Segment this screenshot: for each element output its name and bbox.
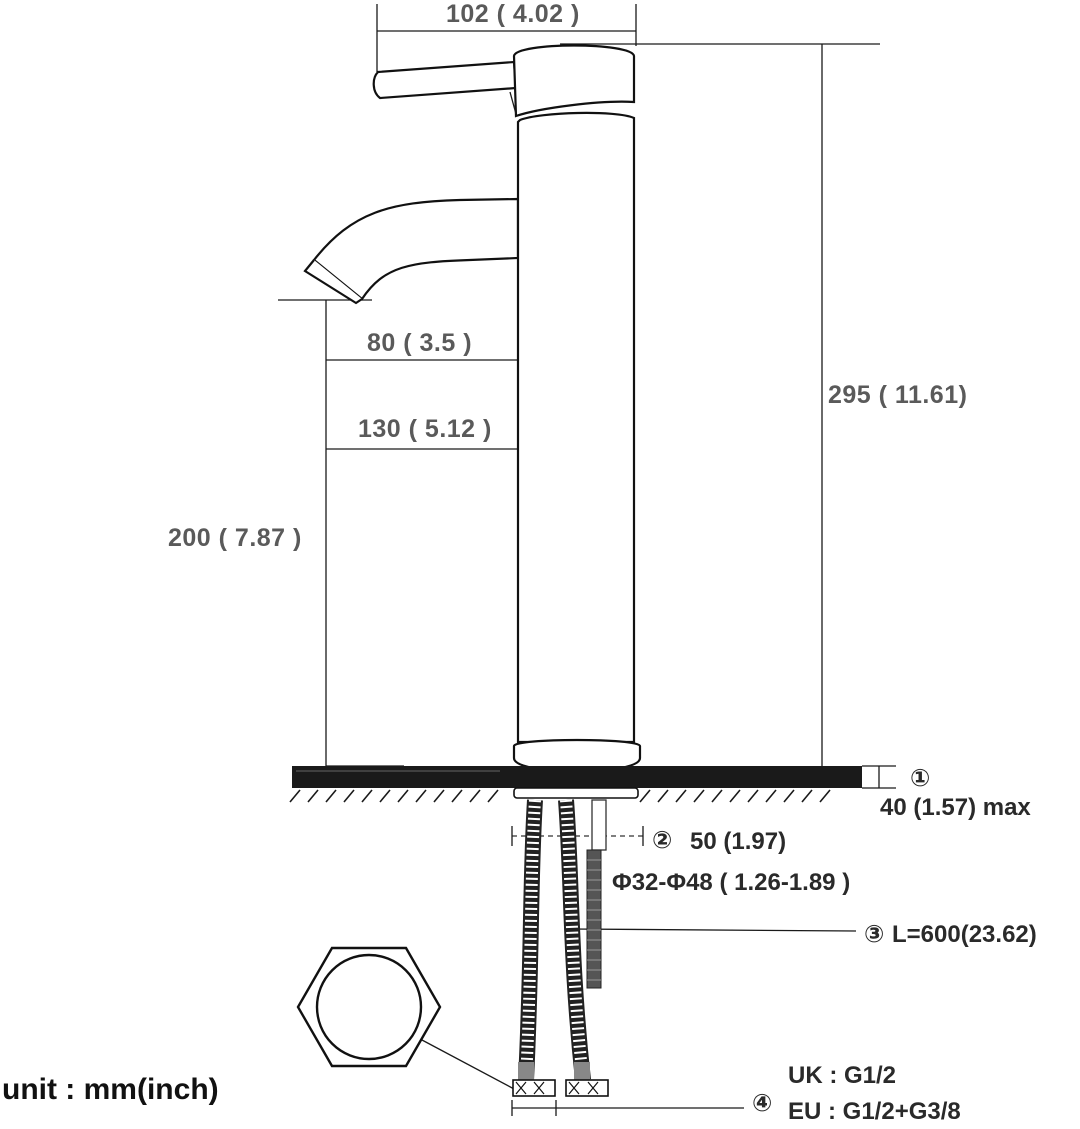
faucet-column bbox=[516, 111, 636, 744]
faucet-handle-cap bbox=[512, 44, 636, 118]
mounting-shank bbox=[591, 799, 607, 851]
faucet-handle-lever bbox=[372, 60, 518, 100]
total-height-label: 295 ( 11.61) bbox=[828, 381, 967, 409]
countertop bbox=[289, 766, 862, 803]
deck-thickness-label: 40 (1.57) max bbox=[880, 794, 1031, 821]
handle-width-label: 102 ( 4.02 ) bbox=[446, 0, 580, 28]
hole-diameter-label: Φ32-Φ48 ( 1.26-1.89 ) bbox=[612, 869, 850, 896]
nut-leader-line bbox=[421, 1039, 517, 1091]
hole-marker: ② bbox=[652, 827, 672, 854]
faucet-spout bbox=[312, 197, 520, 301]
unit-label: unit : mm(inch) bbox=[2, 1073, 219, 1106]
threaded-rod bbox=[586, 849, 602, 989]
connector-right-thread bbox=[568, 1081, 599, 1095]
hose-left-ferrule bbox=[518, 1062, 534, 1082]
spout-to-pipe-label: 130 ( 5.12 ) bbox=[358, 415, 492, 443]
hose-length-label: L=600(23.62) bbox=[892, 921, 1037, 948]
connector-right bbox=[565, 1079, 609, 1097]
connector-uk-label: UK : G1/2 bbox=[788, 1062, 896, 1089]
hose-leader-line bbox=[569, 928, 857, 932]
rod-threads bbox=[587, 859, 601, 981]
hex-nut-detail bbox=[296, 946, 442, 1068]
spout-outlet bbox=[303, 259, 363, 305]
connector-left bbox=[512, 1079, 556, 1097]
connector-marker: ④ bbox=[752, 1090, 772, 1117]
hose-marker: ③ bbox=[864, 921, 884, 948]
under-deck-washer bbox=[513, 787, 639, 799]
hose-right-braid bbox=[560, 799, 589, 1081]
spout-reach-label: 80 ( 3.5 ) bbox=[367, 329, 472, 357]
connector-eu-label: EU : G1/2+G3/8 bbox=[788, 1098, 961, 1124]
hose-right-ferrule bbox=[574, 1062, 590, 1082]
deck-slab bbox=[292, 766, 862, 788]
connector-left-thread bbox=[515, 1081, 545, 1095]
hole-width-label: 50 (1.97) bbox=[690, 828, 786, 855]
faucet bbox=[303, 44, 642, 773]
hose-left-braid bbox=[520, 799, 541, 1081]
deck-thickness-marker: ① bbox=[910, 765, 930, 792]
ground-hatching bbox=[289, 789, 831, 803]
supply-hoses bbox=[512, 799, 609, 1097]
hex-nut-bore bbox=[315, 953, 423, 1061]
spout-height-label: 200 ( 7.87 ) bbox=[168, 524, 302, 552]
handle-pivot bbox=[509, 91, 517, 115]
